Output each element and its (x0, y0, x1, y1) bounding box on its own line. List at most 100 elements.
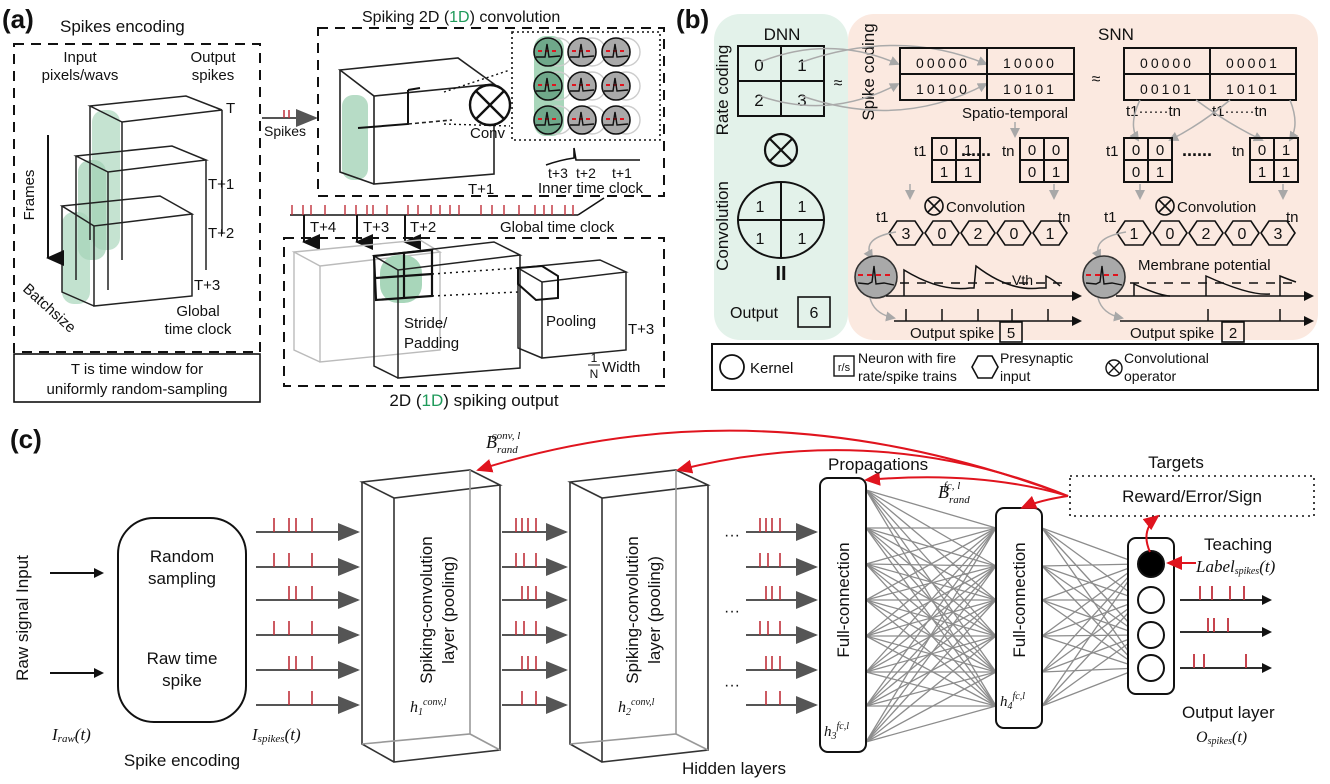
output-layer-label: Output layer (1182, 703, 1275, 722)
fc-connection (1041, 563, 1141, 601)
fc-connection (865, 565, 997, 673)
conv-neuron-icon (601, 105, 641, 135)
spike-train (256, 553, 360, 576)
output-neuron (1137, 586, 1165, 614)
conv-label: Conv (470, 125, 506, 142)
inner-tick-3: t+1 (612, 165, 632, 181)
width-label: Width (602, 359, 640, 376)
encoder-line-1: Random (150, 547, 214, 566)
spike-train (256, 518, 360, 541)
time-tick-T: T (226, 100, 235, 117)
left-neuron (854, 231, 898, 322)
spike-train (746, 621, 818, 644)
right-conv-operator-x (1158, 199, 1172, 213)
svg-text:00001: 00001 (1226, 55, 1280, 71)
frame-stack (59, 95, 223, 307)
svg-text:0: 0 (1010, 226, 1019, 243)
legend-otimes-icon (1105, 359, 1123, 377)
global-clock-label: Global time clock (500, 219, 615, 236)
output-neuron (1137, 654, 1165, 682)
time-tick-T1: T+1 (208, 176, 234, 193)
conv-neuron-icon (567, 37, 607, 67)
right-presyn-hexagon: 0 (1224, 220, 1260, 246)
output-main-frame (371, 241, 523, 379)
right-conv-operator-icon (1155, 196, 1175, 216)
conv-zoom-lines (443, 69, 511, 127)
spike-train (502, 553, 568, 576)
global-clock-spikes (291, 205, 574, 215)
hidden-layers-label: Hidden layers (682, 759, 786, 778)
dnn-output-label: Output (730, 305, 779, 322)
left-presyn-hexagon: 2 (960, 220, 996, 246)
frac-num: 1 (591, 351, 598, 365)
targets-label: Targets (1148, 453, 1204, 472)
i-spikes-label: Ispikes(t) (251, 725, 301, 745)
fc-connection (1041, 563, 1141, 707)
right-dots: ...... (1182, 140, 1212, 160)
output-ghost-frame (291, 239, 443, 363)
spike-coding-label: Spike coding (859, 23, 878, 120)
panel-a-label: (a) (2, 4, 34, 34)
legend-otimes-x (1107, 361, 1121, 375)
conv-down-arrows (905, 184, 1288, 200)
output-spike-train (1180, 654, 1272, 673)
matrix-cell: 0 (1258, 142, 1266, 159)
conv-layer-2-label-2: layer (pooling) (645, 556, 664, 664)
fc-layer-1 (819, 477, 867, 753)
st-matrix: 00000 10000 10100 10101 (899, 47, 1075, 101)
spikes-arrow-label: Spikes (264, 123, 306, 139)
coding-map-arrows (759, 44, 988, 112)
svg-text:00101: 00101 (1140, 81, 1194, 97)
clock-tick-T3: T+3 (363, 219, 389, 236)
spike-train (502, 518, 568, 541)
equals-sign: II (775, 263, 786, 285)
output-neurons (1137, 550, 1165, 682)
presyn-left-t1: t1 (876, 209, 889, 226)
svg-text:2: 2 (974, 226, 983, 243)
svg-text:1: 1 (1130, 226, 1139, 243)
fc-connection (865, 565, 997, 743)
note-line-2: uniformly random-sampling (47, 381, 228, 398)
spatio-temporal-label: Spatio-temporal (962, 105, 1068, 122)
membrane-potential-label: Membrane potential (1138, 257, 1271, 274)
convolution-title: Spiking 2D (1D) convolution (362, 9, 560, 26)
clock-tick-T4: T+4 (310, 219, 336, 236)
presyn-left-tn: tn (1058, 209, 1071, 226)
svg-text:1: 1 (756, 231, 765, 248)
spike-train (746, 553, 818, 576)
dnn-title: DNN (764, 25, 801, 44)
left-output-train (894, 309, 1082, 326)
encoder-line-2: sampling (148, 569, 216, 588)
dnn-kernel: 1 1 1 1 (737, 181, 825, 259)
conv-neuron-icon (601, 71, 641, 101)
output-title: 2D (1D) spiking output (389, 391, 558, 410)
ellipsis-1: ··· (724, 527, 740, 544)
matrix-cell: 1 (1156, 164, 1164, 181)
left-output-value: 5 (1007, 325, 1015, 342)
conv-frame (337, 57, 497, 185)
right-presyn-hexagon: 3 (1260, 220, 1296, 246)
left-output-box (999, 321, 1023, 343)
stride-label-1: Stride/ (404, 315, 448, 332)
matrix-cell: 0 (1132, 164, 1140, 181)
dnn-conv-operator-x (769, 138, 793, 162)
spike-train (256, 586, 360, 609)
fc-connection (865, 489, 997, 601)
panel-c: (c) Raw signal Input Random sampling Raw… (10, 424, 1315, 778)
i-raw-label: Iraw(t) (51, 725, 91, 745)
legend-kernel-label: Kernel (750, 360, 793, 377)
feedback-arrows (476, 429, 1196, 570)
panel-b: (b) DNN Rate coding 0 1 2 3 ≈ Convolutio… (676, 4, 1319, 391)
right-t1-label: t1 (1106, 143, 1119, 160)
fc-layer-2 (995, 507, 1043, 729)
svg-text:1: 1 (1046, 226, 1055, 243)
panel-b-label: (b) (676, 4, 709, 34)
spike-trains (256, 518, 1272, 714)
output-spike-train (1180, 586, 1272, 605)
svg-text:1: 1 (798, 231, 807, 248)
right-presyn-hexagon: 0 (1152, 220, 1188, 246)
alt-time-label-1: t1······tn (1126, 103, 1181, 120)
